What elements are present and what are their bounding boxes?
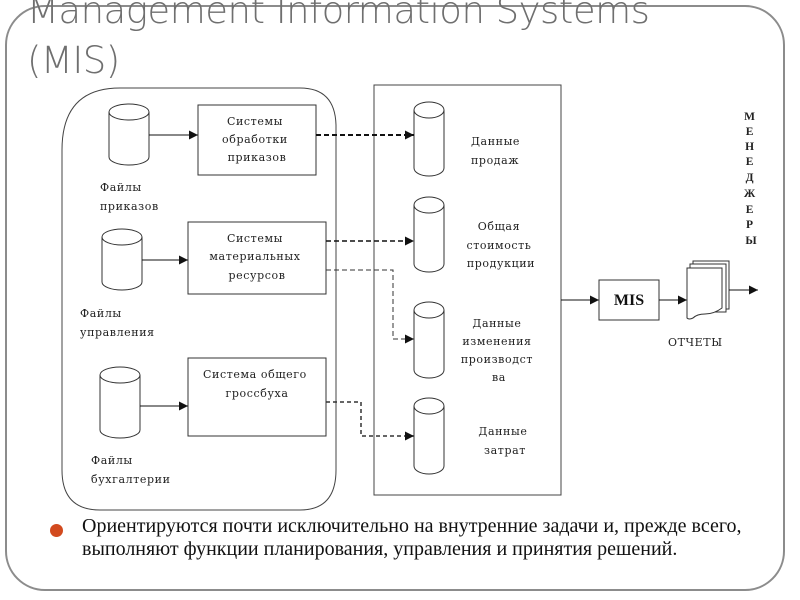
cylinder-icon [99, 366, 141, 439]
system-box [197, 104, 317, 176]
reports-label: ОТЧЕТЫ [668, 336, 723, 349]
bullet-text: Ориентируются почти исключительно на вну… [82, 515, 742, 560]
database-cylinder-icon [413, 101, 445, 177]
slide-title-line-2: (MIS) [27, 39, 120, 82]
system-box-label: Система общего гроссбуха [203, 368, 311, 400]
database-label: Данные затрат [478, 425, 531, 457]
managers-label: М Е Н Е Д Ж Е Р Ы [744, 111, 758, 247]
bullet-item: Ориентируются почти исключительно на вну… [48, 515, 768, 561]
database-label: Данные изменения производст ва [461, 317, 537, 384]
system-box-label: Системы обработки приказов [222, 115, 292, 164]
cylinder-icon [108, 103, 150, 166]
system-box [187, 357, 327, 437]
bullet-list: Ориентируются почти исключительно на вну… [48, 515, 768, 561]
database-label: Общая стоимость продукции [466, 220, 535, 270]
databases-container [373, 84, 562, 496]
slide-frame [5, 5, 785, 591]
source-file-label: Файлы бухгалтерии [91, 454, 171, 486]
arrow-system-to-database [326, 269, 414, 344]
slide-title-line-1: Management Information Systems [27, 0, 650, 32]
slide-title: Management Information Systems (MIS) [27, 0, 650, 86]
database-cylinder-icon [413, 301, 445, 379]
reports-document-icon [686, 260, 730, 320]
database-label: Данные продаж [471, 135, 524, 167]
system-box-label: Системы материальных ресурсов [209, 232, 304, 282]
mis-box-label: MIS [614, 292, 644, 309]
system-box [187, 221, 327, 295]
arrow-system-to-database [326, 401, 414, 441]
source-file-label: Файлы приказов [100, 181, 159, 213]
transaction-systems-container [61, 87, 337, 511]
bullet-dot-icon [50, 524, 63, 537]
database-cylinder-icon [413, 196, 445, 273]
source-file-label: Файлы управления [80, 307, 155, 339]
database-cylinder-icon [413, 397, 445, 475]
cylinder-icon [101, 228, 143, 291]
